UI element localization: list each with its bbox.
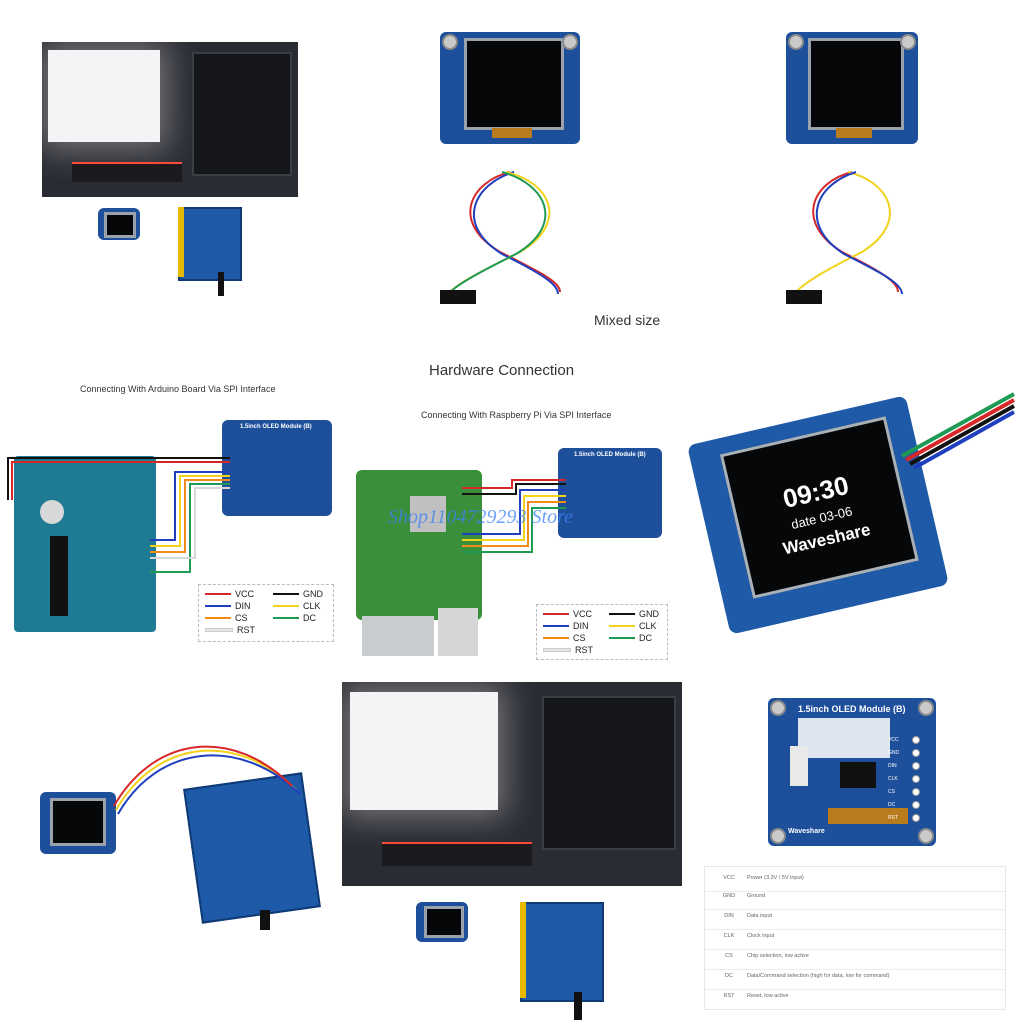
oled-module-angled-photo: 09:30 date 03-06 Waveshare — [687, 390, 1016, 640]
legend-label: DIN — [235, 601, 251, 611]
photo-module-and-arduino — [36, 720, 321, 930]
legend-label: VCC — [235, 589, 255, 599]
pin-desc: Power (3.3V / 5V input) — [747, 875, 804, 881]
legend-swatch — [205, 628, 233, 632]
legend-swatch — [609, 613, 635, 615]
module-title: 1.5inch OLED Module (B) — [574, 452, 646, 458]
oled-module-small — [98, 208, 140, 240]
module-title: 1.5inch OLED Module (B) — [240, 424, 312, 430]
pin-name: DC — [725, 973, 733, 979]
oled-module-diagram: 1.5inch OLED Module (B) — [222, 420, 332, 516]
wire-legend: VCC GND DIN CLK CS DC RST — [536, 604, 668, 660]
table-row: VCC Power (3.3V / 5V input) — [705, 867, 1005, 892]
store-watermark: Shop1104729293 Store — [388, 506, 573, 528]
legend-swatch — [609, 637, 635, 639]
pin-label-gnd: GND — [888, 750, 900, 756]
legend-swatch — [543, 637, 569, 639]
legend-swatch — [205, 593, 231, 595]
legend-label: RST — [237, 625, 255, 635]
legend-swatch — [205, 617, 231, 619]
legend-label: DC — [639, 633, 652, 643]
oled-module-back-pinout: 1.5inch OLED Module (B) Waveshare VCC GN… — [768, 698, 936, 846]
mixed-size-label: Mixed size — [594, 312, 661, 328]
legend-label: DC — [303, 613, 316, 623]
pin-desc: Clock input — [747, 933, 775, 939]
pin-name: RST — [723, 993, 735, 999]
pin-desc: Data/Command selection (high for data, l… — [747, 973, 890, 979]
product-module-with-cable-1 — [440, 32, 580, 312]
wire-legend: VCC GND DIN CLK CS DC RST — [198, 584, 334, 642]
pin-label-rst: RST — [888, 815, 898, 821]
pin-name: GND — [722, 893, 736, 899]
table-row: RST Reset, low active — [705, 985, 1005, 1009]
oled-module-diagram: 1.5inch OLED Module (B) — [558, 448, 662, 538]
arduino-caption: Connecting With Arduino Board Via SPI In… — [80, 384, 276, 394]
pin-name: CLK — [723, 933, 735, 939]
legend-swatch — [273, 605, 299, 607]
raspberry-pi-board — [356, 470, 482, 620]
jumper-cable — [786, 171, 903, 304]
table-row: CLK Clock input — [705, 925, 1005, 950]
pin-desc: Chip selection, low active — [747, 953, 809, 959]
oled-display: 09:30 date 03-06 Waveshare — [719, 416, 919, 599]
legend-swatch — [609, 625, 635, 627]
legend-label: RST — [575, 645, 593, 655]
legend-swatch — [543, 613, 569, 615]
table-row: DC Data/Command selection (high for data,… — [705, 965, 1005, 990]
legend-label: VCC — [573, 609, 593, 619]
legend-swatch — [543, 625, 569, 627]
table-row: CS Chip selection, low active — [705, 945, 1005, 970]
pin-name: DIN — [724, 913, 734, 919]
oled-module-small — [40, 792, 116, 854]
hardware-connection-title: Hardware Connection — [429, 362, 575, 379]
rpi-caption: Connecting With Raspberry Pi Via SPI Int… — [421, 410, 612, 420]
pin-label-vcc: VCC — [888, 737, 899, 743]
pin-label-clk: CLK — [888, 776, 898, 782]
legend-label: GND — [639, 609, 659, 619]
jumper-cable — [440, 171, 561, 304]
arduino-board — [178, 207, 242, 281]
table-row: DIN Data input — [705, 905, 1005, 930]
legend-label: CS — [235, 613, 248, 623]
legend-swatch — [273, 593, 299, 595]
arduino-board — [520, 902, 604, 1002]
legend-label: CS — [573, 633, 586, 643]
pin-desc: Data input — [747, 913, 773, 919]
product-module-with-cable-2 — [786, 32, 918, 312]
rpi-wiring-diagram: 1.5inch OLED Module (B) VCC GND DIN CLK … — [352, 440, 672, 660]
module-title: 1.5inch OLED Module (B) — [798, 704, 906, 714]
pin-desc: Reset, low active — [747, 993, 789, 999]
legend-label: CLK — [639, 621, 657, 631]
legend-label: CLK — [303, 601, 321, 611]
legend-label: DIN — [573, 621, 589, 631]
oled-module-small — [416, 902, 468, 942]
table-row: GND Ground — [705, 885, 1005, 910]
legend-swatch — [543, 648, 571, 652]
module-brand: Waveshare — [788, 828, 825, 835]
legend-swatch — [205, 605, 231, 607]
pin-name: VCC — [723, 875, 735, 881]
arduino-wiring-diagram: 1.5inch OLED Module (B) VCC GND DIN CLK … — [0, 420, 340, 650]
pin-description-table: VCC Power (3.3V / 5V input) GND Ground DIN… — [704, 866, 1006, 1010]
pin-desc: Ground — [747, 893, 766, 899]
legend-label: GND — [303, 589, 323, 599]
pin-label-cs: CS — [888, 789, 895, 795]
pin-name: CS — [725, 953, 733, 959]
photo-desk-setup-1 — [42, 42, 298, 298]
arduino-uno-board — [14, 456, 156, 632]
legend-swatch — [273, 617, 299, 619]
pin-label-dc: DC — [888, 802, 896, 808]
photo-desk-setup-2 — [342, 682, 682, 1022]
pin-label-din: DIN — [888, 763, 897, 769]
